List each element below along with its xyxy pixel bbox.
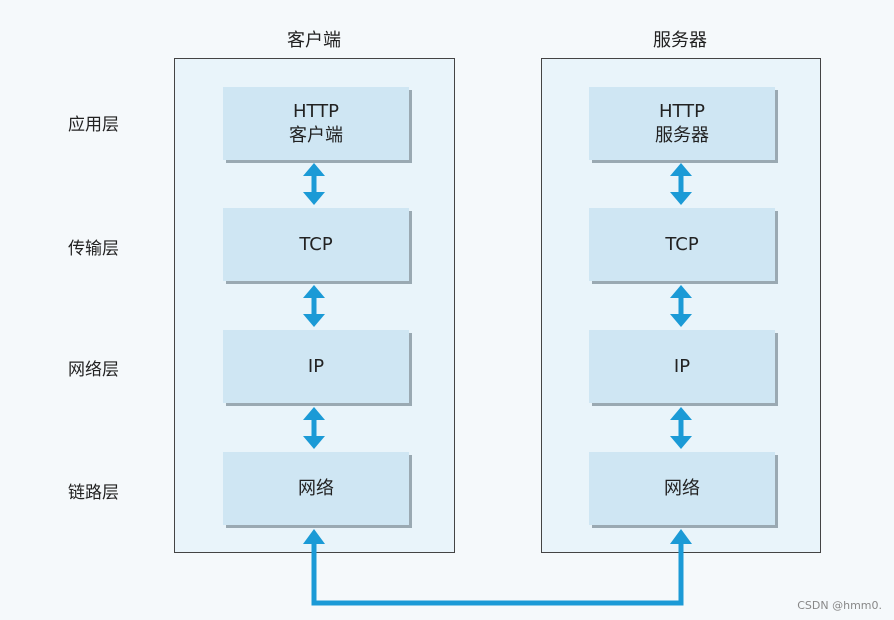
client-link-box: 网络 xyxy=(223,452,409,525)
client-transport-label: TCP xyxy=(299,233,333,255)
link-connection-arrow xyxy=(303,529,692,606)
client-arrow-app-transport xyxy=(303,163,325,205)
client-column-title: 客户端 xyxy=(287,30,341,51)
client-arrow-transport-network xyxy=(303,285,325,327)
watermark-text: CSDN @hmm0. xyxy=(797,599,882,612)
client-transport-box: TCP xyxy=(223,208,409,281)
server-arrow-transport-network xyxy=(670,285,692,327)
server-application-line1: HTTP xyxy=(658,100,706,122)
server-application-box: HTTP 服务器 xyxy=(589,87,775,160)
server-arrow-app-transport xyxy=(670,163,692,205)
server-network-box: IP xyxy=(589,330,775,403)
server-arrow-network-link xyxy=(670,407,692,449)
client-arrow-network-link xyxy=(303,407,325,449)
server-application-line2: 服务器 xyxy=(655,124,709,146)
layer-label-transport: 传输层 xyxy=(68,239,119,259)
client-network-label: IP xyxy=(307,355,325,377)
server-transport-box: TCP xyxy=(589,208,775,281)
server-link-label: 网络 xyxy=(664,477,700,499)
client-application-box: HTTP 客户端 xyxy=(223,87,409,160)
client-link-label: 网络 xyxy=(298,477,334,499)
layer-label-network: 网络层 xyxy=(68,360,119,380)
layer-label-application: 应用层 xyxy=(68,115,119,135)
client-network-box: IP xyxy=(223,330,409,403)
server-link-box: 网络 xyxy=(589,452,775,525)
server-network-label: IP xyxy=(673,355,691,377)
layer-label-link: 链路层 xyxy=(68,483,119,503)
client-application-line2: 客户端 xyxy=(289,124,343,146)
client-application-line1: HTTP xyxy=(292,100,340,122)
server-transport-label: TCP xyxy=(665,233,699,255)
server-column-title: 服务器 xyxy=(653,30,707,51)
